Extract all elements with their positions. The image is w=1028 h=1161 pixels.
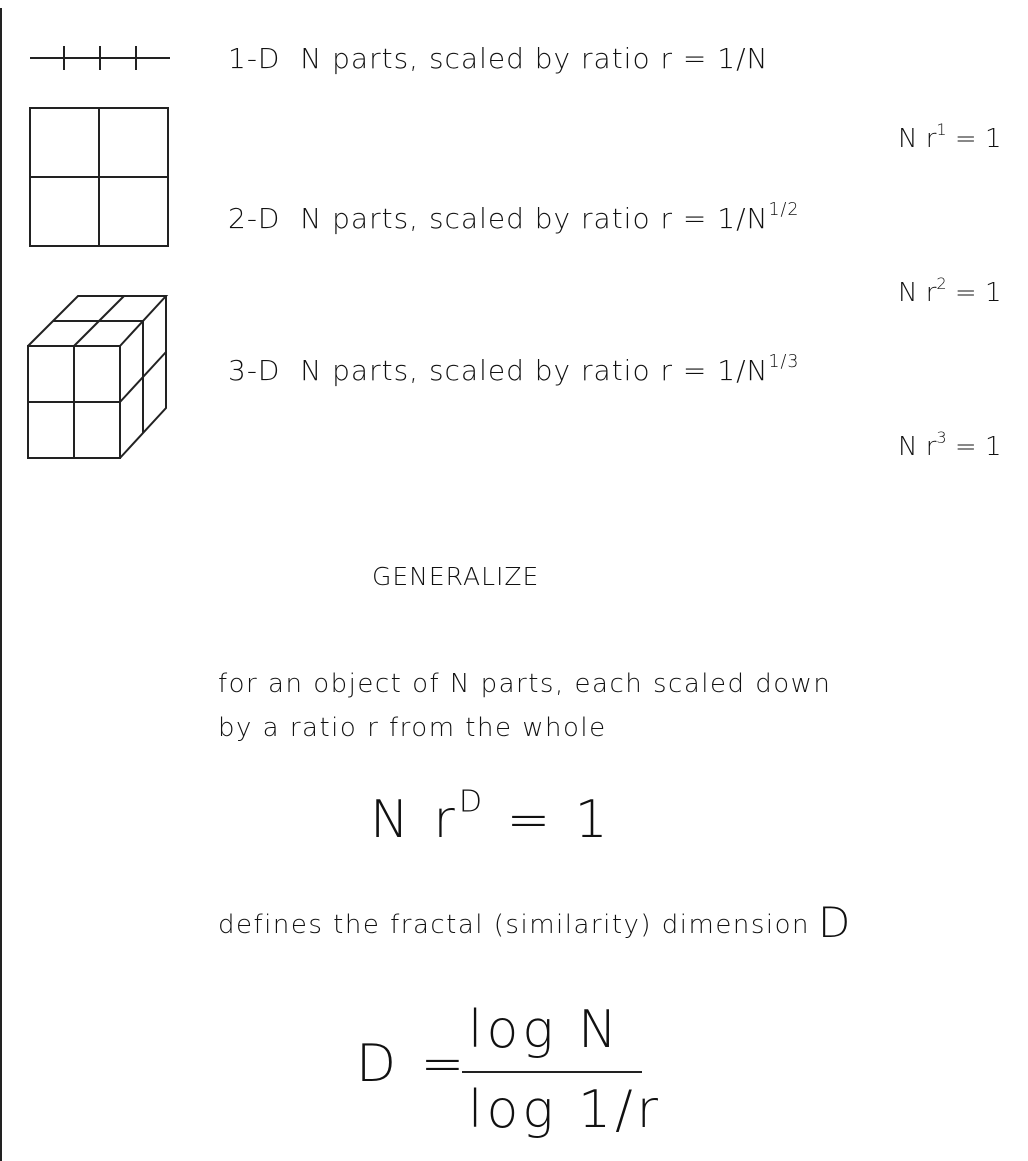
row-3d-exponent: 1/3 bbox=[768, 351, 800, 372]
segment-icon bbox=[30, 46, 170, 70]
row-3d-dim: 3-D bbox=[228, 354, 281, 387]
row-2d-relation-rhs: = 1 bbox=[954, 278, 1002, 308]
row-2d-relation: N r2 = 1 bbox=[898, 275, 1002, 308]
row-1d-relation-rhs: = 1 bbox=[954, 124, 1002, 154]
row-3d-text: N parts, scaled by ratio r = 1/N bbox=[300, 354, 769, 387]
row-2d-text: N parts, scaled by ratio r = 1/N bbox=[300, 202, 769, 235]
row-3d-relation: N r3 = 1 bbox=[898, 429, 1002, 462]
power-law-exponent: D bbox=[458, 784, 487, 820]
row-2d-relation-exp: 2 bbox=[936, 273, 947, 293]
row-2d-dim: 2-D bbox=[228, 202, 281, 235]
cube-grid-icon bbox=[27, 295, 169, 459]
power-law-equation: N rD = 1 bbox=[370, 787, 612, 850]
row-1d-relation-exp: 1 bbox=[936, 119, 947, 139]
square-grid-icon bbox=[29, 107, 169, 247]
row-2d-description: 2-D N parts, scaled by ratio r = 1/N1/2 bbox=[228, 199, 800, 235]
generalize-heading: GENERALIZE bbox=[372, 562, 540, 591]
power-law-lhs: N r bbox=[370, 790, 459, 850]
row-3d-relation-exp: 3 bbox=[936, 427, 947, 447]
defines-statement: defines the fractal (similarity) dimensi… bbox=[218, 898, 852, 947]
row-1d-relation-lhs: N r bbox=[898, 124, 937, 154]
fraction-bar bbox=[462, 1071, 642, 1073]
row-2d-relation-lhs: N r bbox=[898, 278, 937, 308]
row-1d-relation: N r1 = 1 bbox=[898, 121, 1002, 154]
generalize-paragraph: for an object of N parts, each scaled do… bbox=[218, 662, 831, 750]
row-1d-description: 1-D N parts, scaled by ratio r = 1/N bbox=[228, 42, 768, 75]
left-border bbox=[0, 8, 2, 1161]
dimension-formula-lhs: D = bbox=[356, 1034, 469, 1094]
row-1d-text: N parts, scaled by ratio r = 1/N bbox=[300, 42, 769, 75]
generalize-line-2: by a ratio r from the whole bbox=[218, 713, 607, 743]
dimension-formula-denominator: log 1/r bbox=[468, 1080, 662, 1140]
row-2d-exponent: 1/2 bbox=[768, 199, 800, 220]
defines-symbol: D bbox=[818, 898, 852, 947]
row-3d-description: 3-D N parts, scaled by ratio r = 1/N1/3 bbox=[228, 351, 800, 387]
power-law-rhs: = 1 bbox=[506, 790, 612, 850]
row-3d-relation-lhs: N r bbox=[898, 432, 937, 462]
defines-text: defines the fractal (similarity) dimensi… bbox=[218, 910, 810, 940]
row-3d-relation-rhs: = 1 bbox=[954, 432, 1002, 462]
generalize-line-1: for an object of N parts, each scaled do… bbox=[218, 669, 832, 699]
row-1d-dim: 1-D bbox=[228, 42, 281, 75]
dimension-formula-numerator: log N bbox=[468, 1000, 621, 1060]
